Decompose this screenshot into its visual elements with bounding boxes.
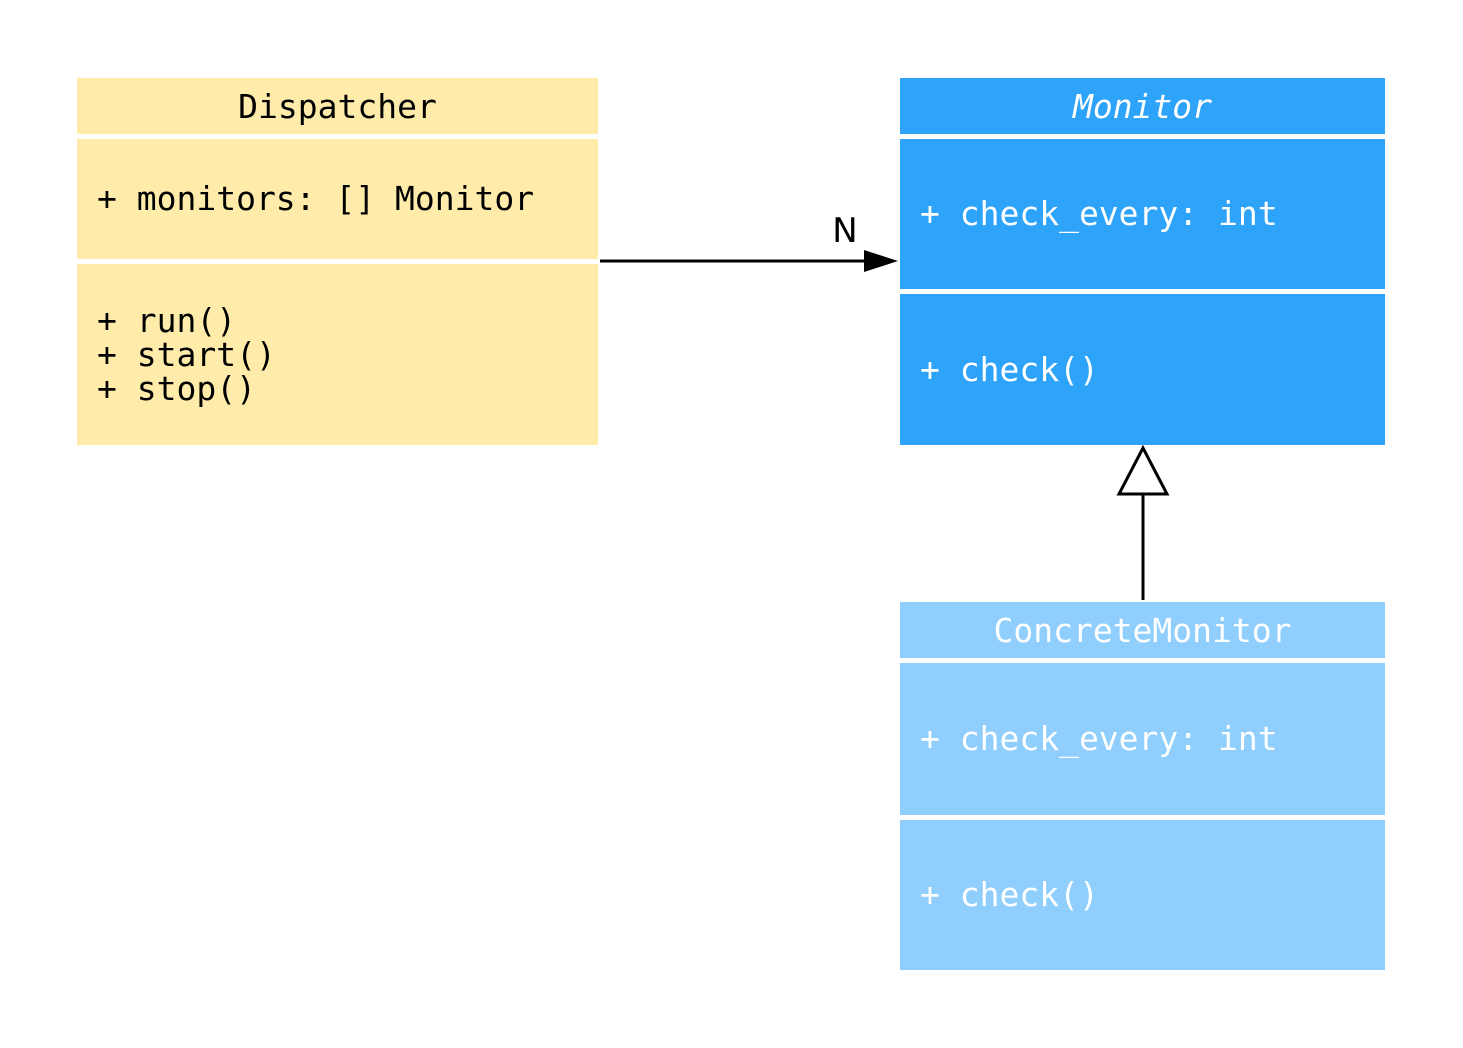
inheritance-arrow [1116,444,1170,600]
class-concrete-monitor-title-section: ConcreteMonitor [900,602,1385,658]
class-monitor-title-section: Monitor [900,78,1385,134]
class-monitor-methods-section: + check() [900,294,1385,445]
class-concrete-monitor-methods-section: + check() [900,820,1385,970]
method-line: + check() [920,875,1099,914]
class-dispatcher-attributes-section: + monitors: [] Monitor [77,139,598,259]
method-line: + run() [97,300,237,340]
class-dispatcher-title-section: Dispatcher [77,78,598,134]
class-monitor-attributes-section: + check_every: int [900,139,1385,289]
attribute-line: + check_every: int [920,194,1278,233]
class-name: Dispatcher [238,86,437,126]
inheritance-triangle-icon [1116,444,1170,496]
method-line: + stop() [97,368,256,408]
class-name: Monitor [1072,86,1213,126]
class-concrete-monitor-attributes-section: + check_every: int [900,663,1385,815]
association-multiplicity-label: N [832,211,857,251]
attribute-line: + check_every: int [920,719,1278,758]
method-line: + check() [920,349,1099,389]
class-dispatcher: Dispatcher + monitors: [] Monitor + run(… [77,78,598,445]
class-name: ConcreteMonitor [993,610,1292,650]
method-line: + start() [97,334,276,374]
class-monitor: Monitor + check_every: int + check() [900,78,1385,445]
association-arrowhead-icon [864,250,898,272]
class-concrete-monitor: ConcreteMonitor + check_every: int + che… [900,602,1385,970]
association-arrow: N [600,211,898,272]
class-dispatcher-methods-section: + run() + start() + stop() [77,264,598,445]
attribute-line: + monitors: [] Monitor [97,179,535,218]
